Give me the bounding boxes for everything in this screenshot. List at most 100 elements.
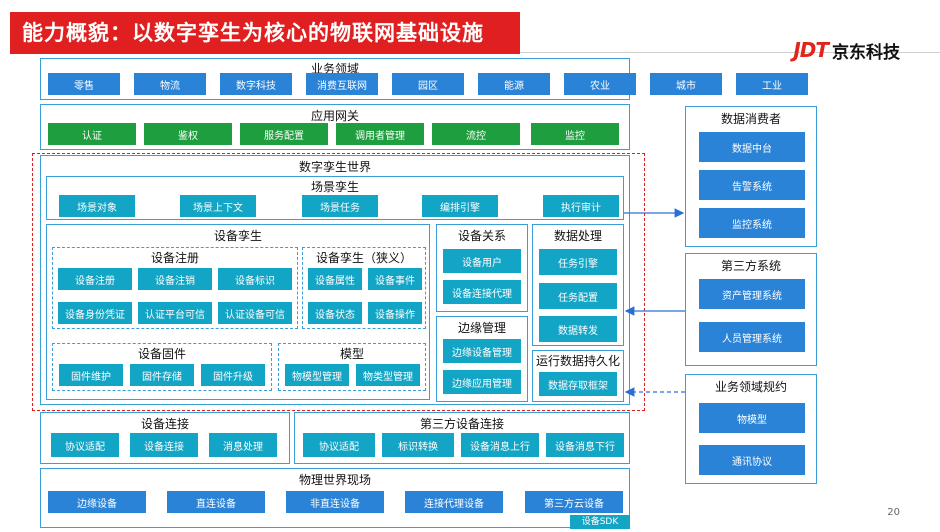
persistence-title: 运行数据持久化 — [535, 354, 620, 368]
device-connect-item: 设备连接 — [130, 433, 198, 457]
physical-item: 连接代理设备 — [405, 491, 503, 513]
third-device-connect-panel: 第三方设备连接 协议适配 标识转换 设备消息上行 设备消息下行 — [294, 412, 630, 464]
firmware-item: 固件存储 — [130, 364, 194, 386]
logo-text: 京东科技 — [832, 42, 900, 63]
firmware-panel: 设备固件 固件维护 固件存储 固件升级 — [52, 343, 272, 391]
gateway-item: 认证 — [48, 123, 136, 145]
title-divider — [520, 52, 940, 53]
twin-world-title: 数字孪生世界 — [298, 160, 371, 174]
device-twin-title: 设备孪生 — [213, 229, 262, 243]
gateway-item: 服务配置 — [240, 123, 328, 145]
gateway-item: 鉴权 — [144, 123, 232, 145]
registration-item: 设备注册 — [58, 268, 132, 290]
scene-twin-item: 场景任务 — [302, 195, 378, 217]
physical-panel: 物理世界现场 边缘设备 直连设备 非直连设备 连接代理设备 第三方云设备 — [40, 468, 630, 528]
device-sdk-tag: 设备SDK — [570, 515, 630, 529]
business-domain-item: 物流 — [134, 73, 206, 95]
consumer-item: 告警系统 — [699, 170, 805, 200]
business-domain-item: 零售 — [48, 73, 120, 95]
edge-title: 边缘管理 — [457, 321, 506, 335]
model-item: 物模型管理 — [285, 364, 349, 386]
consumer-item: 数据中台 — [699, 132, 805, 162]
physical-item: 边缘设备 — [48, 491, 146, 513]
business-domain-item: 园区 — [392, 73, 464, 95]
narrow-twin-item: 设备属性 — [308, 268, 362, 290]
registration-panel: 设备注册 设备注册 设备注销 设备标识 设备身份凭证 认证平台可信 认证设备可信 — [52, 247, 298, 329]
registration-item: 设备身份凭证 — [58, 302, 132, 324]
logo: JDT 京东科技 — [793, 38, 900, 63]
scene-twin-item: 编排引擎 — [422, 195, 498, 217]
model-title: 模型 — [339, 347, 364, 361]
data-processing-item: 任务引擎 — [539, 249, 617, 275]
third-system-item: 人员管理系统 — [699, 322, 805, 352]
spec-panel: 业务领域规约 物模型 通讯协议 — [685, 374, 817, 484]
device-relation-title: 设备关系 — [457, 229, 506, 243]
gateway-item: 调用者管理 — [336, 123, 424, 145]
consumer-item: 监控系统 — [699, 208, 805, 238]
persistence-item: 数据存取框架 — [539, 372, 617, 396]
spec-item: 通讯协议 — [699, 445, 805, 475]
scene-twin-item: 场景上下文 — [180, 195, 256, 217]
narrow-twin-item: 设备状态 — [308, 302, 362, 324]
business-domain-item: 农业 — [564, 73, 636, 95]
physical-item: 第三方云设备 — [525, 491, 623, 513]
third-device-connect-item: 标识转换 — [382, 433, 454, 457]
gateway-item: 监控 — [531, 123, 619, 145]
third-device-connect-item: 设备消息上行 — [461, 433, 539, 457]
third-system-title: 第三方系统 — [720, 259, 781, 273]
third-system-panel: 第三方系统 资产管理系统 人员管理系统 — [685, 253, 817, 366]
third-device-connect-title: 第三方设备连接 — [419, 417, 504, 431]
business-domain-item: 工业 — [736, 73, 808, 95]
device-relation-item: 设备用户 — [443, 249, 521, 273]
registration-title: 设备注册 — [150, 251, 199, 265]
device-connect-title: 设备连接 — [140, 417, 189, 431]
physical-item: 非直连设备 — [286, 491, 384, 513]
scene-twin-title: 场景孪生 — [310, 180, 359, 194]
physical-title: 物理世界现场 — [298, 473, 371, 487]
registration-item: 认证平台可信 — [138, 302, 212, 324]
device-relation-panel: 设备关系 设备用户 设备连接代理 — [436, 224, 528, 312]
business-domain-item: 能源 — [478, 73, 550, 95]
model-item: 物类型管理 — [356, 364, 420, 386]
registration-item: 设备标识 — [218, 268, 292, 290]
third-system-item: 资产管理系统 — [699, 279, 805, 309]
scene-twin-item: 场景对象 — [59, 195, 135, 217]
firmware-item: 固件维护 — [59, 364, 123, 386]
business-domain-title: 业务领域 — [310, 62, 359, 76]
persistence-panel: 运行数据持久化 数据存取框架 — [532, 350, 624, 402]
consumer-panel: 数据消费者 数据中台 告警系统 监控系统 — [685, 106, 817, 247]
narrow-twin-title: 设备孪生（狭义） — [315, 251, 412, 265]
logo-mark: JDT — [793, 38, 829, 62]
business-domain-panel: 业务领域 零售 物流 数字科技 消费互联网 园区 能源 农业 城市 工业 — [40, 58, 808, 100]
edge-item: 边缘设备管理 — [443, 339, 521, 363]
physical-item: 直连设备 — [167, 491, 265, 513]
device-connect-item: 协议适配 — [51, 433, 119, 457]
gateway-item: 流控 — [432, 123, 520, 145]
device-connect-panel: 设备连接 协议适配 设备连接 消息处理 — [40, 412, 290, 464]
scene-twin-panel: 场景孪生 场景对象 场景上下文 场景任务 编排引擎 执行审计 — [46, 176, 624, 220]
page-number: 20 — [887, 507, 900, 518]
gateway-panel: 应用网关 认证 鉴权 服务配置 调用者管理 流控 监控 — [40, 104, 630, 150]
consumer-title: 数据消费者 — [720, 112, 781, 126]
spec-title: 业务领域规约 — [714, 380, 787, 394]
device-relation-item: 设备连接代理 — [443, 280, 521, 304]
narrow-twin-item: 设备操作 — [368, 302, 422, 324]
registration-item: 设备注销 — [138, 268, 212, 290]
twin-world-boundary — [32, 153, 645, 411]
narrow-twin-panel: 设备孪生（狭义） 设备属性 设备事件 设备状态 设备操作 — [302, 247, 426, 329]
scene-twin-item: 执行审计 — [543, 195, 619, 217]
business-domain-item: 数字科技 — [220, 73, 292, 95]
gateway-title: 应用网关 — [310, 109, 359, 123]
data-processing-title: 数据处理 — [553, 229, 602, 243]
data-processing-item: 任务配置 — [539, 283, 617, 309]
model-panel: 模型 物模型管理 物类型管理 — [278, 343, 426, 391]
business-domain-item: 城市 — [650, 73, 722, 95]
data-processing-panel: 数据处理 任务引擎 任务配置 数据转发 — [532, 224, 624, 346]
firmware-item: 固件升级 — [201, 364, 265, 386]
spec-item: 物模型 — [699, 403, 805, 433]
firmware-title: 设备固件 — [137, 347, 186, 361]
edge-item: 边缘应用管理 — [443, 370, 521, 394]
registration-item: 认证设备可信 — [218, 302, 292, 324]
third-device-connect-item: 协议适配 — [303, 433, 375, 457]
business-domain-item: 消费互联网 — [306, 73, 378, 95]
